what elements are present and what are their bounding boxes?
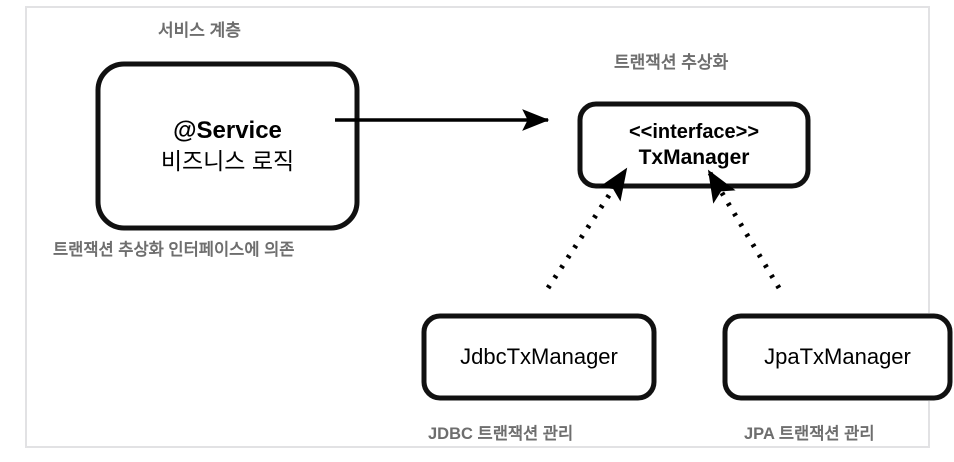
- label-jdbc-transaction-management: JDBC 트랜잭션 관리: [428, 425, 574, 443]
- node-tx-manager[interactable]: <<interface>> TxManager: [577, 101, 811, 189]
- label-transaction-abstraction: 트랜잭션 추상화: [614, 53, 729, 72]
- node-tx-manager-name: TxManager: [638, 145, 750, 169]
- node-service-line2: 비즈니스 로직: [160, 148, 295, 174]
- node-jpa-tx-manager[interactable]: JpaTxManager: [722, 313, 953, 401]
- node-jdbc-tx-manager-name: JdbcTxManager: [460, 344, 618, 369]
- diagram-frame: 서비스 계층 트랜잭션 추상화 트랜잭션 추상화 인터페이스에 의존 JDBC …: [25, 6, 953, 448]
- label-service-layer: 서비스 계층: [158, 21, 241, 40]
- node-service[interactable]: @Service 비즈니스 로직: [95, 61, 360, 231]
- edge-jpa-implements-txmanager: [707, 169, 782, 290]
- node-service-line1: @Service: [173, 117, 282, 144]
- node-tx-manager-stereotype: <<interface>>: [628, 120, 760, 143]
- node-jdbc-tx-manager[interactable]: JdbcTxManager: [421, 313, 657, 401]
- node-jpa-tx-manager-name: JpaTxManager: [764, 344, 911, 369]
- label-jpa-transaction-management: JPA 트랜잭션 관리: [744, 425, 875, 443]
- label-depends-on-interface: 트랜잭션 추상화 인터페이스에 의존: [53, 241, 295, 259]
